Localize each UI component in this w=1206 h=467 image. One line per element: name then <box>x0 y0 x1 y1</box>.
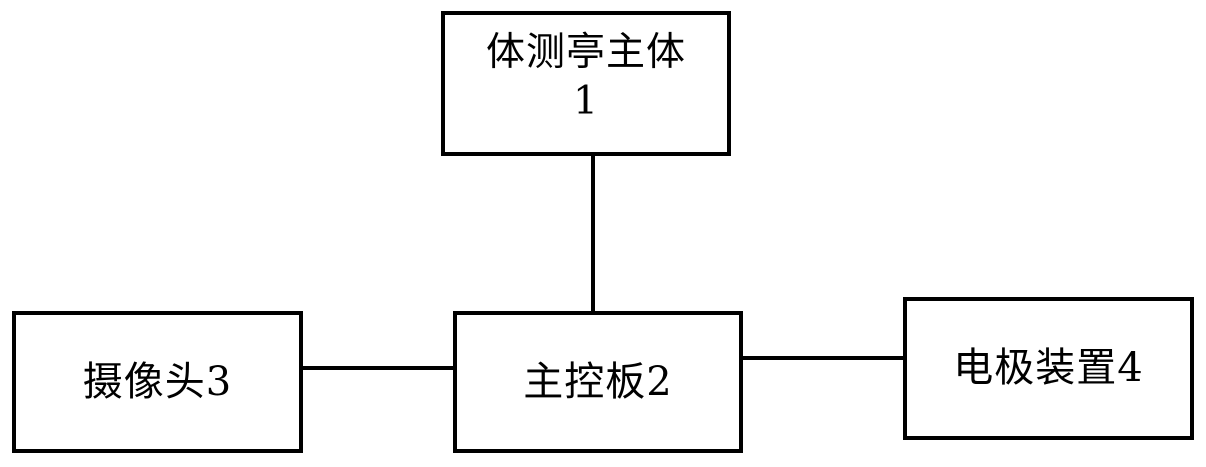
connector-camera-to-main-control-board <box>301 366 457 370</box>
node-kiosk-body: 体测亭主体 1 <box>441 11 731 156</box>
node-electrode-device: 电极装置4 <box>903 297 1194 440</box>
node-kiosk-body-label: 体测亭主体 1 <box>485 29 686 124</box>
node-camera: 摄像头3 <box>12 311 303 453</box>
node-camera-label: 摄像头3 <box>82 358 233 405</box>
connector-kiosk-body-to-main-control-board <box>591 153 595 315</box>
connector-main-control-board-to-electrode-device <box>740 356 907 360</box>
node-main-control-board-label: 主控板2 <box>523 358 673 405</box>
node-main-control-board: 主控板2 <box>453 311 743 453</box>
node-electrode-device-label: 电极装置4 <box>953 345 1144 392</box>
